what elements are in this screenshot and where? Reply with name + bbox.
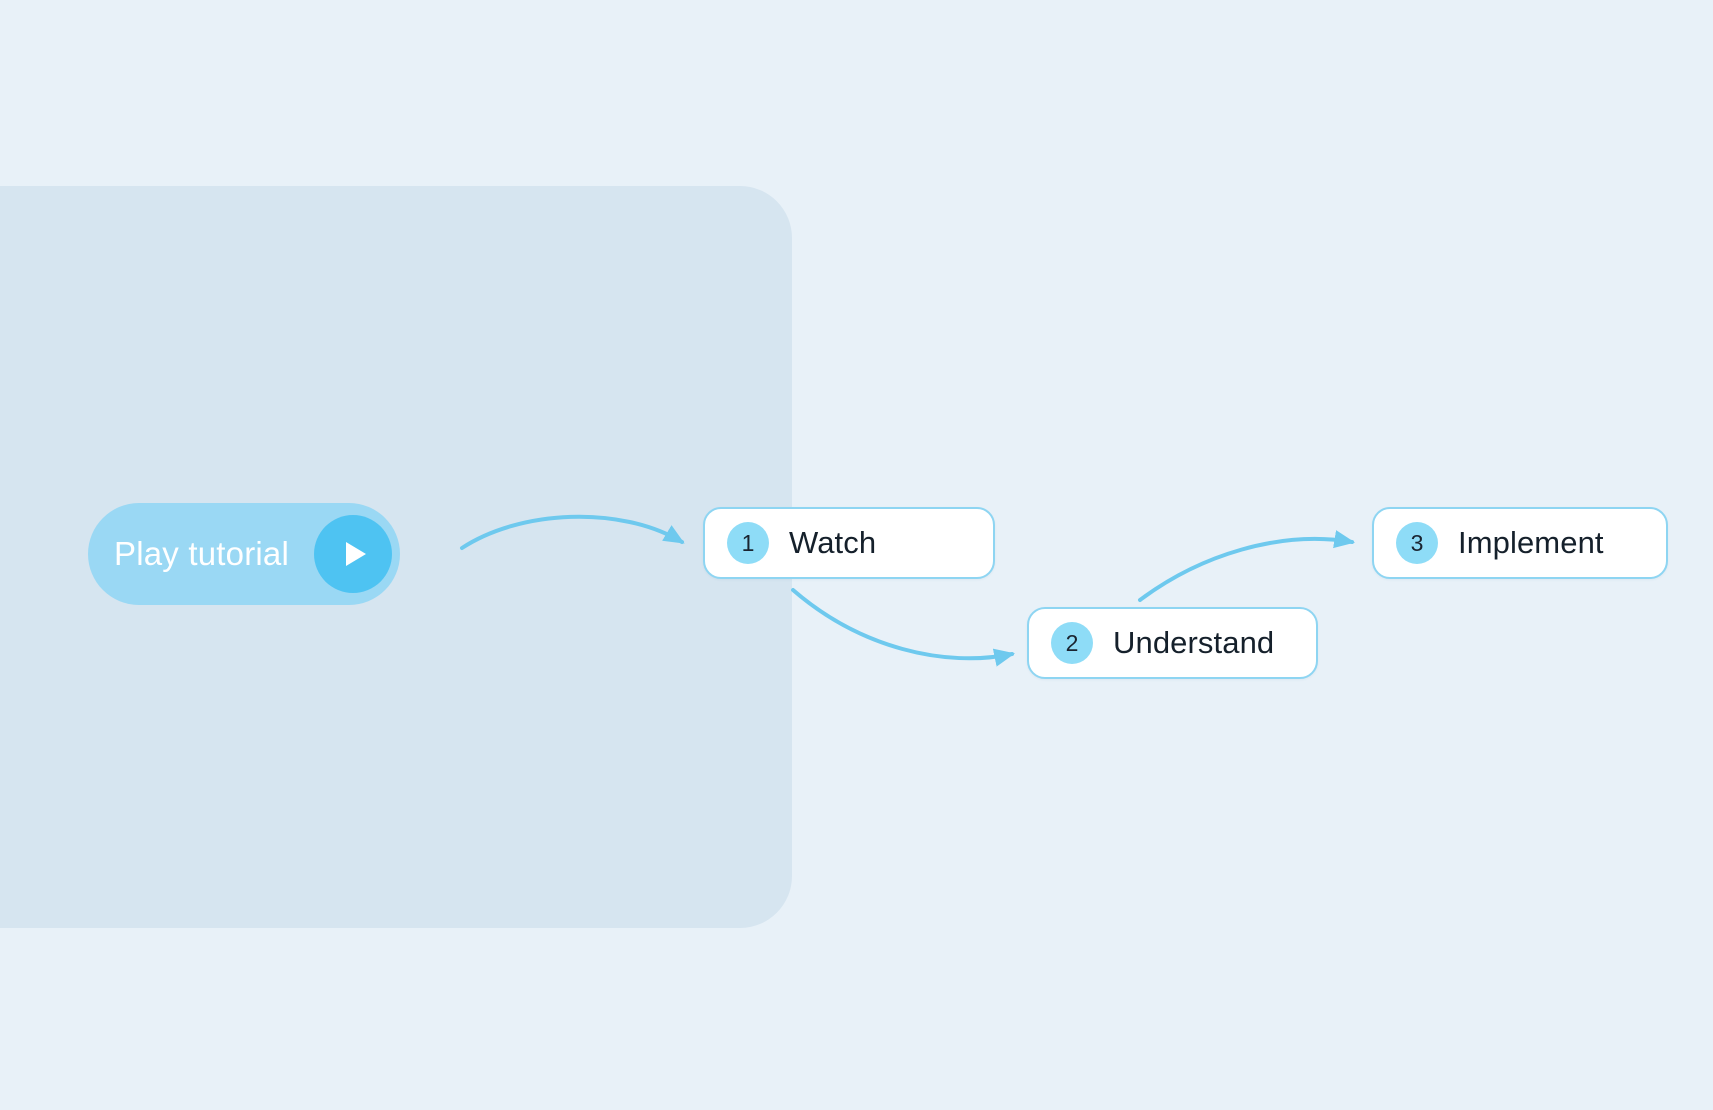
flow-node-label: Watch (789, 525, 877, 560)
arrow-watch-to-understand (791, 588, 1016, 667)
flow-node-watch[interactable]: 1 Watch (703, 507, 995, 579)
play-tutorial-button[interactable]: Play tutorial (88, 503, 400, 605)
flow-node-understand[interactable]: 2 Understand (1027, 607, 1318, 679)
flow-node-implement[interactable]: 3 Implement (1372, 507, 1668, 579)
flow-node-number-badge: 2 (1051, 622, 1093, 664)
play-tutorial-label: Play tutorial (114, 535, 290, 572)
flow-node-number-badge: 3 (1396, 522, 1438, 564)
flow-node-number-badge: 1 (727, 522, 769, 564)
flow-node-label: Understand (1113, 625, 1275, 660)
play-button-circle[interactable] (314, 515, 392, 593)
play-triangle-icon (345, 542, 366, 566)
arrow-understand-to-implement (1138, 530, 1356, 602)
flow-node-label: Implement (1458, 525, 1604, 560)
